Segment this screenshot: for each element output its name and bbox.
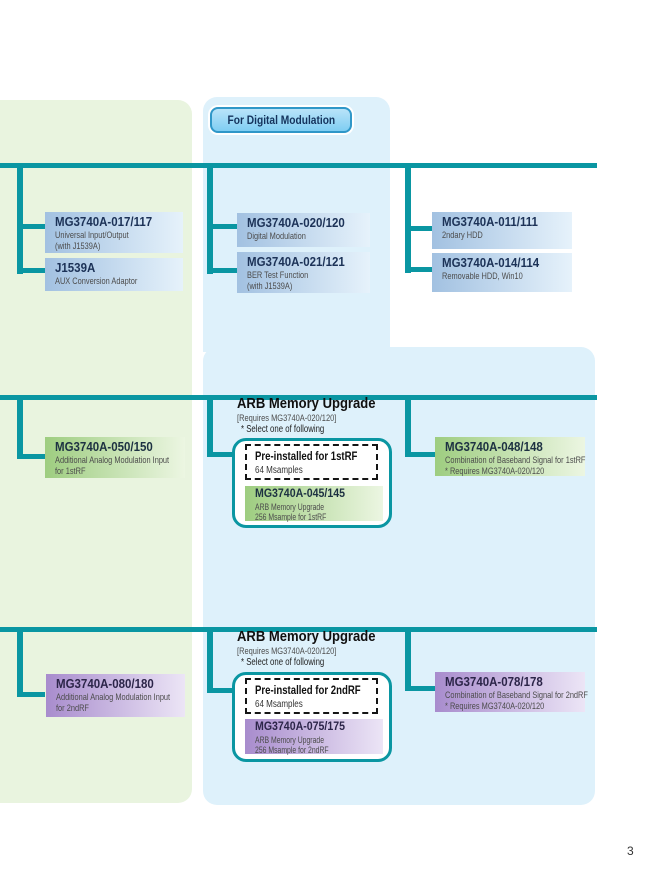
connector-branch (17, 454, 45, 459)
option-desc: 256 Msample for 1stRF (255, 512, 327, 523)
option-code: MG3740A-017/117 (55, 215, 153, 229)
connector-branch (405, 226, 432, 231)
option-box-j1539a: J1539A AUX Conversion Adaptor (45, 258, 183, 291)
for-digital-modulation-badge: For Digital Modulation (210, 107, 352, 133)
option-box-075-175: MG3740A-075/175 ARB Memory Upgrade 256 M… (245, 719, 383, 756)
connector-branch (405, 267, 432, 272)
connector-hline-2 (0, 395, 597, 400)
arb1-select-note: * Select one of following (241, 424, 325, 435)
arb1-preinstalled-box: Pre-installed for 1stRF 64 Msamples (245, 444, 378, 480)
option-code: MG3740A-011/111 (442, 215, 538, 229)
option-desc: Universal Input/Output (55, 230, 129, 241)
option-box-020-120: MG3740A-020/120 Digital Modulation (237, 213, 370, 247)
option-desc: 2ndary HDD (442, 230, 483, 241)
option-code: MG3740A-075/175 (255, 721, 345, 733)
preinstalled-desc: 64 Msamples (255, 698, 303, 710)
option-desc: BER Test Function (247, 270, 309, 281)
option-box-014-114: MG3740A-014/114 Removable HDD, Win10 (432, 253, 572, 292)
option-box-080-180: MG3740A-080/180 Additional Analog Modula… (46, 674, 185, 717)
arb2-select-note: * Select one of following (241, 657, 325, 668)
connector-v-s3-mid (207, 627, 213, 693)
option-code: MG3740A-021/121 (247, 255, 345, 269)
option-desc: (with J1539A) (247, 281, 293, 293)
connector-v-s3-left (17, 627, 23, 697)
connector-branch (207, 688, 232, 693)
connector-branch (207, 268, 237, 273)
connector-v-s1-left (17, 163, 23, 274)
option-code: MG3740A-078/178 (445, 675, 543, 689)
option-desc: Removable HDD, Win10 (442, 271, 523, 282)
option-desc: AUX Conversion Adaptor (55, 276, 138, 287)
page-number: 3 (627, 844, 634, 858)
option-desc: Combination of Baseband Signal for 1stRF (445, 455, 586, 466)
option-box-011-111: MG3740A-011/111 2ndary HDD (432, 212, 572, 249)
option-code: MG3740A-014/114 (442, 256, 540, 270)
option-code: MG3740A-080/180 (56, 677, 154, 691)
option-code: MG3740A-050/150 (55, 440, 153, 454)
connector-v-s2-left (17, 395, 23, 459)
connector-branch (405, 452, 435, 457)
arb1-title: ARB Memory Upgrade (237, 396, 376, 412)
arb2-title: ARB Memory Upgrade (237, 629, 376, 645)
connector-v-s1-mid (207, 163, 213, 274)
option-box-045-145: MG3740A-045/145 ARB Memory Upgrade 256 M… (245, 486, 383, 523)
connector-v-s2-mid (207, 395, 213, 457)
arb2-requires: [Requires MG3740A-020/120] (237, 646, 337, 656)
option-box-048-148: MG3740A-048/148 Combination of Baseband … (435, 437, 586, 478)
option-desc: 256 Msample for 2ndRF (255, 745, 329, 756)
option-box-021-121: MG3740A-021/121 BER Test Function (with … (237, 252, 370, 293)
option-desc: * Requires MG3740A-020/120 (445, 701, 545, 713)
option-code: J1539A (55, 261, 96, 275)
option-code: MG3740A-020/120 (247, 216, 345, 230)
arb2-preinstalled-box: Pre-installed for 2ndRF 64 Msamples (245, 678, 378, 714)
connector-branch (17, 692, 45, 697)
connector-branch (405, 686, 435, 691)
option-desc: for 1stRF (55, 466, 86, 478)
option-code: MG3740A-048/148 (445, 440, 543, 454)
connector-hline-1 (0, 163, 597, 168)
option-desc: Combination of Baseband Signal for 2ndRF (445, 690, 588, 701)
connector-hline-3 (0, 627, 597, 632)
option-desc: ARB Memory Upgrade (255, 501, 325, 512)
option-desc: Additional Analog Modulation Input (56, 692, 171, 703)
preinstalled-title: Pre-installed for 1stRF (255, 449, 358, 463)
option-box-050-150: MG3740A-050/150 Additional Analog Modula… (45, 437, 185, 478)
option-desc: for 2ndRF (56, 703, 89, 715)
connector-branch (207, 224, 237, 229)
option-box-017-117: MG3740A-017/117 Universal Input/Output (… (45, 212, 183, 253)
option-code: MG3740A-045/145 (255, 488, 345, 500)
connector-branch (207, 452, 232, 457)
connector-v-s3-right (405, 627, 411, 691)
option-desc: Additional Analog Modulation Input (55, 455, 170, 466)
connector-branch (17, 268, 45, 273)
preinstalled-desc: 64 Msamples (255, 464, 303, 476)
connector-v-s2-right (405, 395, 411, 457)
preinstalled-title: Pre-installed for 2ndRF (255, 683, 361, 697)
option-desc: Digital Modulation (247, 231, 306, 242)
badge-label: For Digital Modulation (227, 113, 335, 127)
connector-branch (17, 224, 45, 229)
option-desc: * Requires MG3740A-020/120 (445, 466, 545, 478)
option-desc: (with J1539A) (55, 241, 101, 253)
option-desc: ARB Memory Upgrade (255, 734, 325, 745)
connector-v-s1-right (405, 163, 411, 273)
option-box-078-178: MG3740A-078/178 Combination of Baseband … (435, 672, 588, 713)
arb1-requires: [Requires MG3740A-020/120] (237, 413, 337, 423)
